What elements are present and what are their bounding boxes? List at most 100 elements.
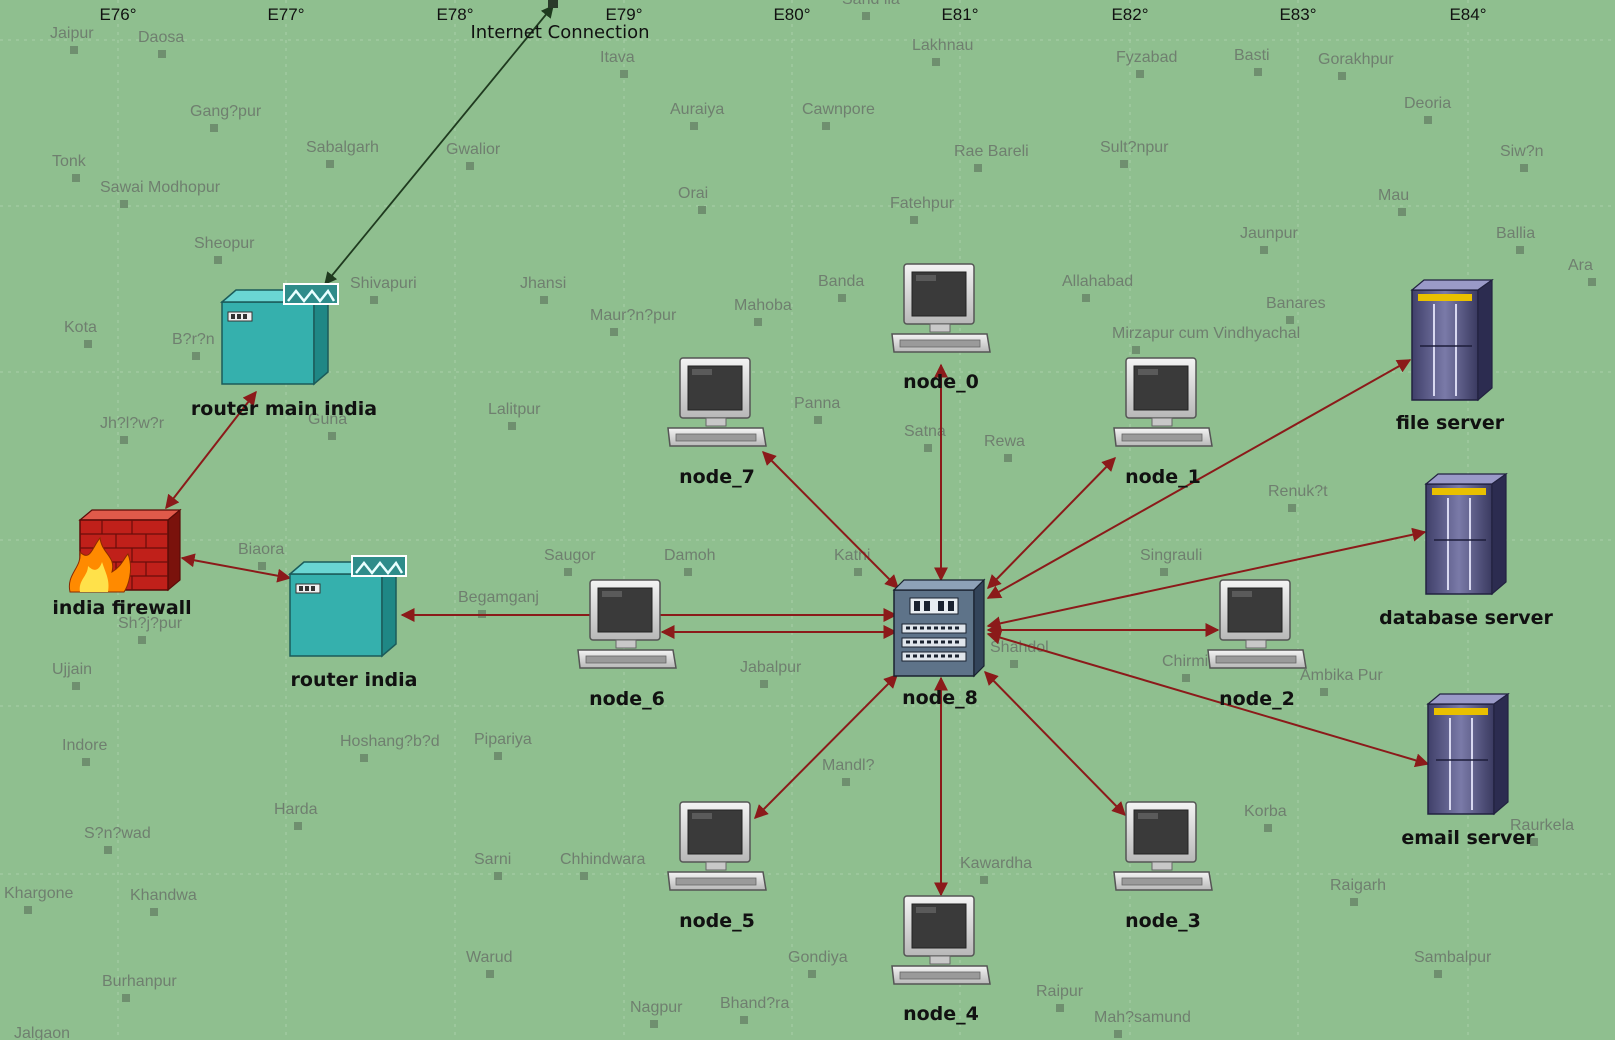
router-icon[interactable]	[220, 282, 340, 386]
node-7[interactable]: node_7	[667, 357, 767, 488]
city-marker	[564, 568, 572, 576]
city-label: Damoh	[664, 547, 716, 564]
server-icon[interactable]	[1427, 693, 1509, 815]
city-label: Rae Bareli	[954, 143, 1029, 160]
city-marker	[808, 970, 816, 978]
city-label: Banares	[1266, 295, 1326, 312]
city-label: Gorakhpur	[1318, 51, 1394, 68]
link-email-hub	[986, 630, 1430, 768]
city-label: B?r?n	[172, 331, 215, 348]
node-5-label: node_5	[679, 910, 755, 932]
node-7-label: node_7	[679, 466, 755, 488]
city-label: Mahoba	[734, 297, 792, 314]
city-marker	[690, 122, 698, 130]
node-8-label: node_8	[902, 687, 978, 709]
node-4[interactable]: node_4	[891, 895, 991, 1025]
city-marker	[1160, 568, 1168, 576]
node-4-label: node_4	[903, 1003, 979, 1025]
city-label: Maur?n?pur	[590, 307, 677, 324]
city-label: Kota	[64, 319, 97, 336]
node-6[interactable]: node_6	[577, 579, 677, 710]
link-node7-hub	[762, 451, 899, 589]
server-icon[interactable]	[1425, 473, 1507, 595]
city-marker	[258, 562, 266, 570]
city-label: Mirzapur cum Vindhyachal	[1112, 325, 1300, 342]
city-marker	[1004, 454, 1012, 462]
internet-connection-icon[interactable]	[548, 0, 558, 8]
node-3[interactable]: node_3	[1113, 801, 1213, 932]
internet-connection-label: Internet Connection	[470, 22, 649, 43]
india-firewall[interactable]: india firewall	[52, 508, 192, 619]
city-label: Banda	[818, 273, 864, 290]
router-main-india[interactable]: router main india	[191, 282, 377, 420]
city-marker	[862, 12, 870, 20]
city-label: Khargone	[4, 885, 73, 902]
city-marker	[1136, 70, 1144, 78]
router-icon[interactable]	[288, 554, 408, 658]
firewall-icon[interactable]	[68, 508, 182, 593]
city-label: Begamganj	[458, 589, 539, 606]
city-marker	[104, 846, 112, 854]
city-label: Auraiya	[670, 101, 724, 118]
city-label: Sabalgarh	[306, 139, 379, 156]
city-label: Shahdol	[990, 639, 1049, 656]
city-label: Kawardha	[960, 855, 1032, 872]
city-label: Mah?samund	[1094, 1009, 1191, 1026]
city-label: Ara	[1568, 257, 1593, 274]
city-label: Deoria	[1404, 95, 1451, 112]
city-label: Sult?npur	[1100, 139, 1169, 156]
database-server[interactable]: database server	[1379, 473, 1554, 629]
server-icon[interactable]	[1411, 279, 1493, 401]
longitude-label: E81°	[941, 5, 978, 24]
city-marker	[24, 906, 32, 914]
city-marker	[294, 822, 302, 830]
city-marker	[610, 328, 618, 336]
city-marker	[932, 58, 940, 66]
internet-connection[interactable]: Internet Connection	[470, 0, 650, 43]
network-links	[165, 5, 1430, 897]
city-marker	[1286, 316, 1294, 324]
city-label: Lalitpur	[488, 401, 541, 418]
city-label: Khandwa	[130, 887, 197, 904]
city-marker	[1424, 116, 1432, 124]
city-label: Raurkela	[1510, 817, 1574, 834]
longitude-label: E80°	[773, 5, 810, 24]
longitude-label: E83°	[1279, 5, 1316, 24]
longitude-label: E76°	[99, 5, 136, 24]
city-label: Bhand?ra	[720, 995, 789, 1012]
node-8-switch[interactable]: node_8	[892, 578, 986, 709]
node-0-label: node_0	[903, 371, 979, 393]
city-marker	[1288, 504, 1296, 512]
india-firewall-label: india firewall	[52, 597, 191, 619]
city-label: Lakhnau	[912, 37, 973, 54]
city-marker	[1434, 970, 1442, 978]
router-india[interactable]: router india	[288, 554, 418, 691]
city-label: Fatehpur	[890, 195, 955, 212]
city-label: Pipariya	[474, 731, 532, 748]
node-5[interactable]: node_5	[667, 801, 767, 932]
city-label: Gwalior	[446, 141, 501, 158]
node-2-label: node_2	[1219, 688, 1295, 710]
email-server[interactable]: email server	[1401, 693, 1535, 849]
city-label: Tonk	[52, 153, 87, 170]
city-marker	[1010, 660, 1018, 668]
city-marker	[740, 1016, 748, 1024]
file-server[interactable]: file server	[1396, 279, 1505, 434]
city-label: Basti	[1234, 47, 1270, 64]
node-1[interactable]: node_1	[1113, 357, 1213, 488]
email-server-label: email server	[1401, 827, 1535, 849]
city-marker	[84, 340, 92, 348]
node-2[interactable]: node_2	[1207, 579, 1307, 710]
city-marker	[1120, 160, 1128, 168]
city-marker	[1320, 688, 1328, 696]
switch-icon[interactable]	[892, 578, 986, 678]
city-marker	[842, 778, 850, 786]
city-label: Renuk?t	[1268, 483, 1328, 500]
city-marker	[72, 682, 80, 690]
node-0[interactable]: node_0	[891, 263, 991, 393]
city-marker	[814, 416, 822, 424]
city-marker	[192, 352, 200, 360]
router-india-label: router india	[291, 669, 418, 691]
city-marker	[120, 436, 128, 444]
